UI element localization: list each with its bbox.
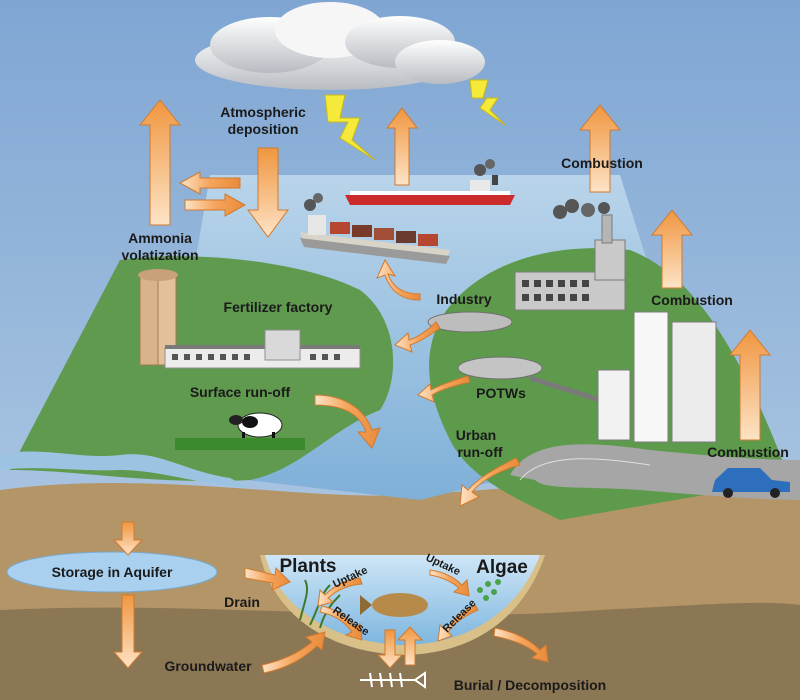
aquifer-down-arrow [112,594,144,669]
deposition-down-arrow [247,147,289,238]
industry-to-river-arrow [394,321,441,353]
lightning-bolt-left [324,94,376,161]
urban-runoff-label-2: run-off [457,444,502,460]
volatization-left-arrow [178,171,241,195]
atmospheric-deposition-label-1: Atmospheric [220,104,306,120]
ammonia-label-2: volatization [121,247,198,263]
plants-uptake-arrow [317,577,363,607]
algae-release-arrow [437,604,479,642]
container-ship [300,193,450,264]
fish-skeleton [360,671,426,689]
atmospheric-deposition-label-2: deposition [228,121,299,137]
aquifer-storage [6,551,218,593]
plants-release-arrow [319,605,363,641]
urban-runoff-label-1: Urban [456,427,496,443]
ammonia-label-1: Ammonia [128,230,192,246]
burial-down-arrow [376,629,404,669]
combustion-mid-up-arrow [650,209,694,289]
industry-to-ship-arrow [376,258,421,301]
combustion-car-label: Combustion [707,444,789,460]
grass-patch [175,438,305,450]
lightning-bolt-right [469,79,506,126]
cloud [195,2,485,90]
potws-treatment-tank [457,356,543,380]
city-buildings [597,311,717,443]
cow [229,412,283,442]
urban-runoff-arrow [459,457,521,507]
algae-label: Algae [476,557,528,578]
industry-label: Industry [436,291,491,307]
groundwater-label: Groundwater [164,658,252,674]
potws-label: POTWs [476,385,526,401]
industry-building [514,199,626,311]
ammonia-up-arrow [138,99,182,226]
car [712,468,790,498]
plants-label: Plants [279,556,336,577]
fish [360,593,428,617]
storage-aquifer-label: Storage in Aquifer [52,564,173,580]
fertilizer-factory-label: Fertilizer factory [224,299,333,315]
surface-runoff-label: Surface run-off [190,384,291,400]
stream [0,451,250,488]
left-land [10,256,394,482]
pipe [529,375,601,403]
lake-outflow-arrow [493,627,549,663]
fertilizer-factory [138,269,361,369]
combustion-top-up-arrow [578,104,622,193]
drain-label: Drain [224,594,260,610]
surface-runoff-arrow [314,394,381,449]
combustion-top-label: Combustion [561,155,643,171]
aquifer-in-arrow [112,521,144,556]
tanker-ship [345,159,515,205]
algae-cluster [477,579,501,601]
algae-uptake-arrow [429,569,470,597]
industry-treatment-tank [427,311,513,333]
potws-to-river-arrow [417,375,471,403]
combustion-car-up-arrow [728,329,772,441]
drain-arrow [244,566,291,591]
deposition-right-arrow [184,193,247,217]
burial-decomposition-label: Burial / Decomposition [454,677,606,693]
decomposition-up-arrow [396,626,424,666]
ship-emission-up-arrow [386,107,418,186]
groundwater-arrow [261,631,326,674]
combustion-mid-label: Combustion [651,292,733,308]
road-edge [519,458,651,481]
